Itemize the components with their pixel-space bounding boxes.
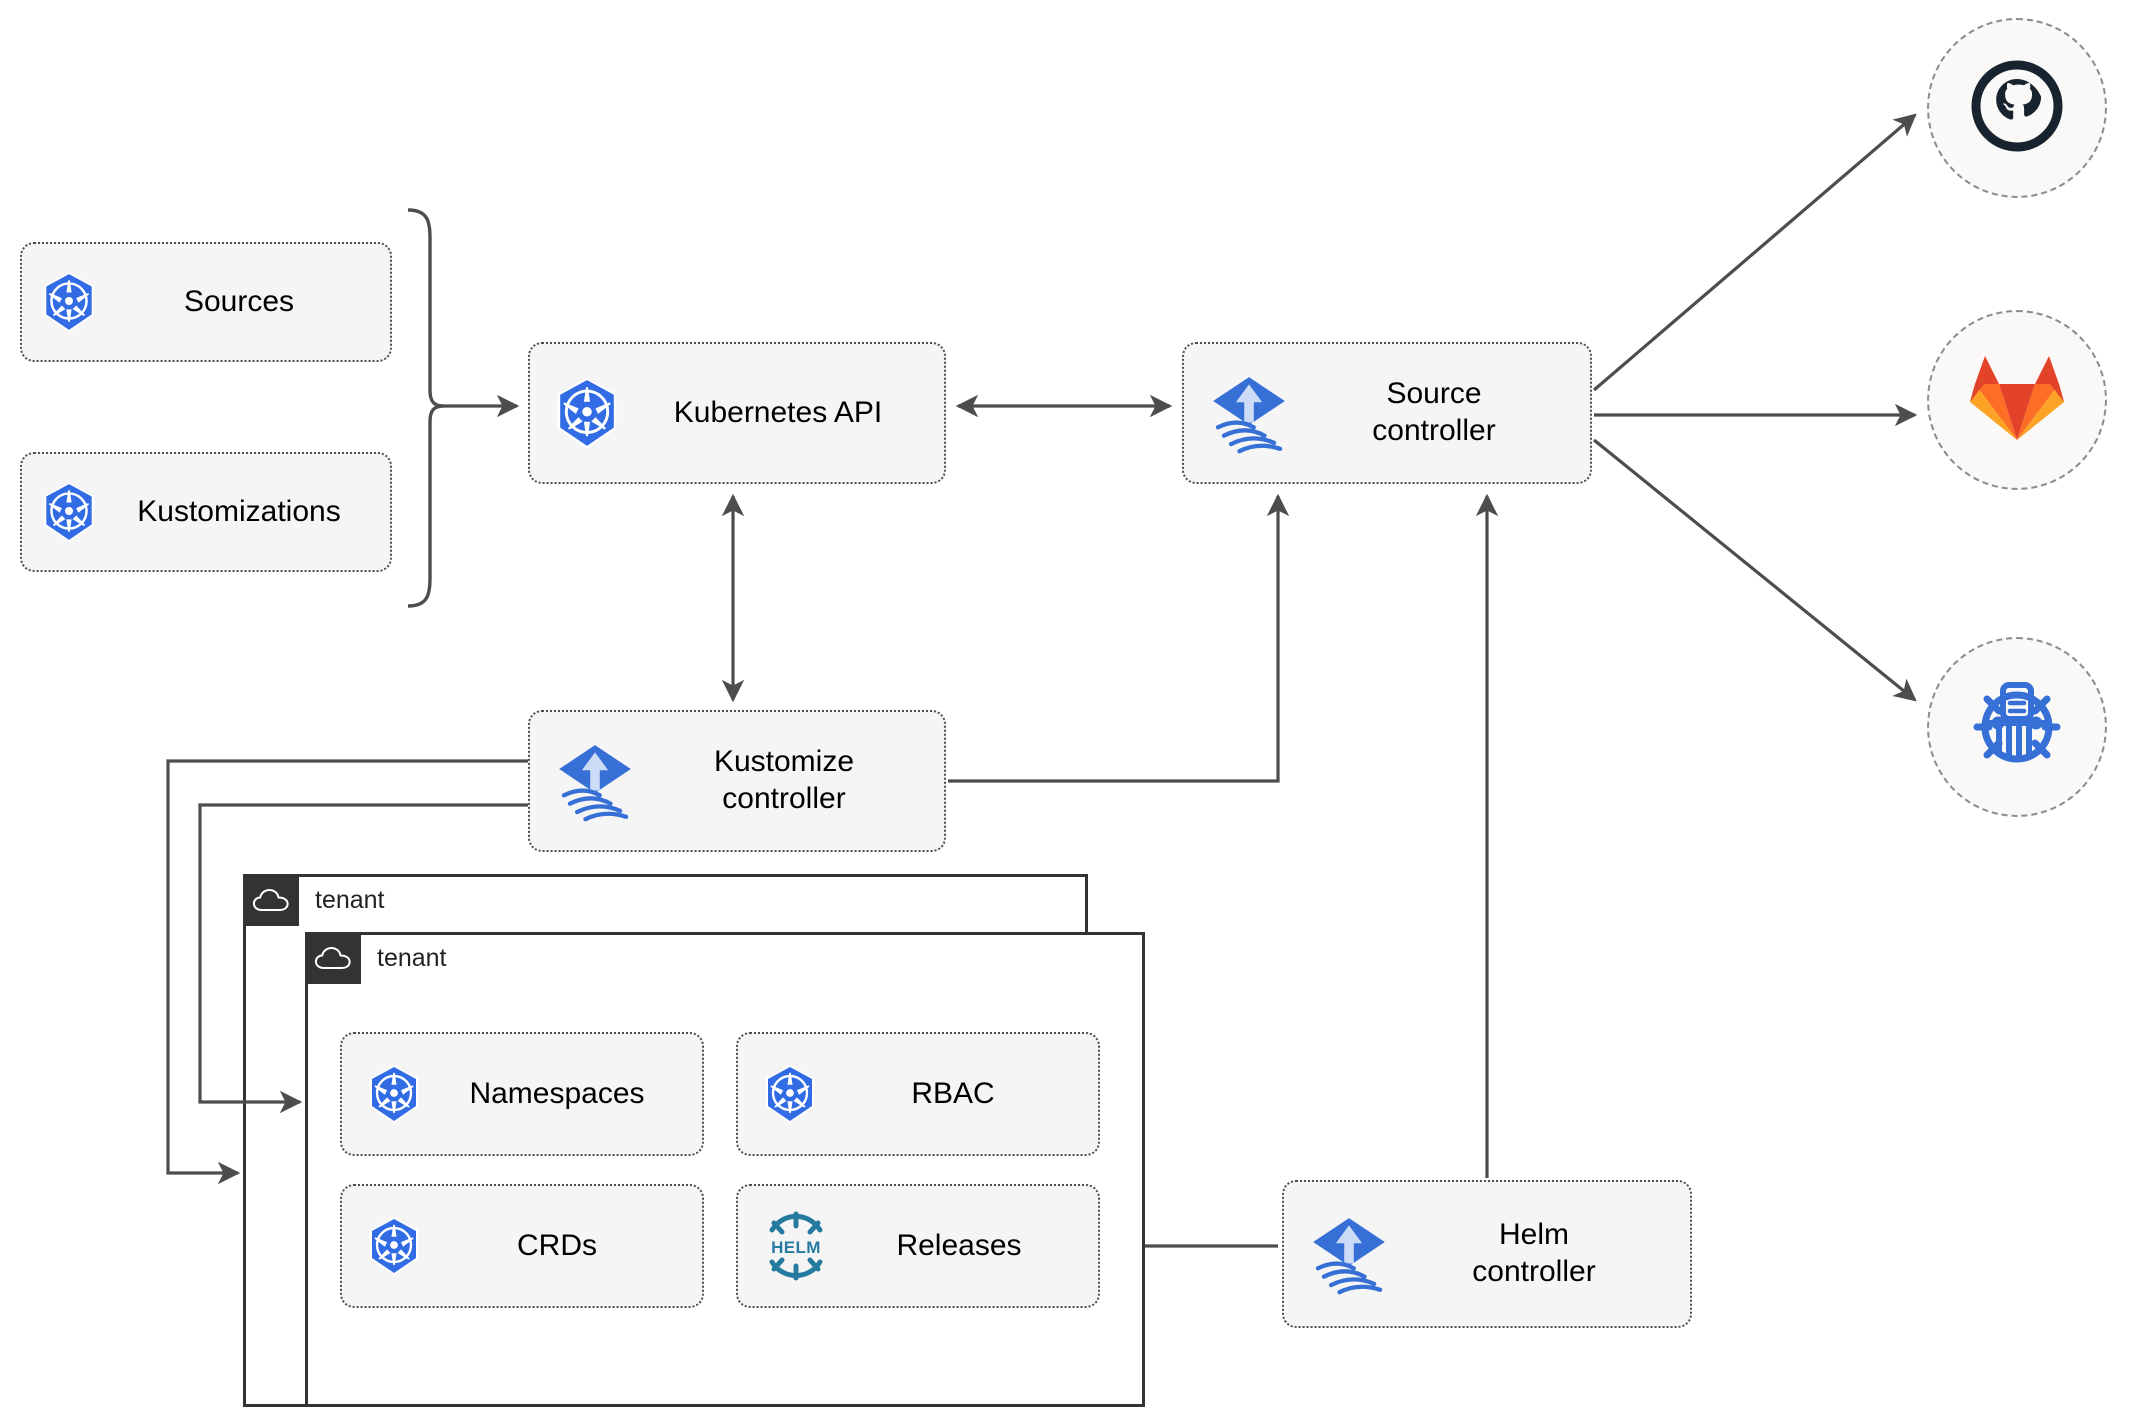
provider-github[interactable]	[1927, 18, 2107, 198]
tenant-frame-inner	[305, 932, 1145, 1407]
flux-icon	[1306, 1211, 1392, 1297]
node-helm-controller-label: Helm controller	[1472, 1218, 1596, 1288]
node-helm-controller[interactable]: Helm controller	[1282, 1180, 1692, 1328]
github-icon	[1968, 57, 2066, 160]
node-namespaces[interactable]: Namespaces	[340, 1032, 704, 1156]
helm-repository-icon	[1965, 673, 2069, 782]
flux-icon	[1206, 370, 1292, 456]
node-releases-label: Releases	[896, 1228, 1022, 1262]
node-kustomizations[interactable]: Kustomizations	[20, 452, 392, 572]
wire-source-controller-to-helm-repository	[1592, 438, 1917, 702]
gitlab-icon	[1969, 352, 2065, 449]
wire-custom-resources-brace	[407, 208, 445, 608]
node-kubernetes-api[interactable]: Kubernetes API	[528, 342, 946, 484]
node-rbac[interactable]: RBAC	[736, 1032, 1100, 1156]
node-rbac-label: RBAC	[911, 1076, 995, 1110]
node-namespaces-label: Namespaces	[469, 1076, 645, 1110]
helm-icon: HELM	[758, 1208, 834, 1284]
wire-kustomize-controller-to-source-controller	[948, 493, 1290, 783]
node-kustomize-controller[interactable]: Kustomize controller	[528, 710, 946, 852]
provider-helm-repository[interactable]	[1927, 637, 2107, 817]
provider-gitlab[interactable]	[1927, 310, 2107, 490]
kubernetes-icon	[362, 1214, 426, 1278]
flux-icon	[552, 738, 638, 824]
node-sources[interactable]: Sources	[20, 242, 392, 362]
node-source-controller-label: Source controller	[1372, 377, 1496, 447]
kubernetes-icon	[36, 269, 102, 335]
kubernetes-icon	[362, 1062, 426, 1126]
node-releases[interactable]: HELM Releases	[736, 1184, 1100, 1308]
node-kustomize-controller-label: Kustomize controller	[713, 745, 855, 815]
node-kustomizations-label: Kustomizations	[137, 494, 341, 528]
node-sources-label: Sources	[183, 284, 295, 318]
node-source-controller[interactable]: Source controller	[1182, 342, 1592, 484]
kubernetes-icon	[36, 479, 102, 545]
kubernetes-icon	[548, 374, 626, 452]
node-crds[interactable]: CRDs	[340, 1184, 704, 1308]
svg-text:HELM: HELM	[771, 1238, 821, 1257]
node-crds-label: CRDs	[517, 1228, 597, 1262]
node-kubernetes-api-label: Kubernetes API	[673, 395, 883, 429]
kubernetes-icon	[758, 1062, 822, 1126]
wire-source-controller-to-github	[1592, 113, 1917, 392]
